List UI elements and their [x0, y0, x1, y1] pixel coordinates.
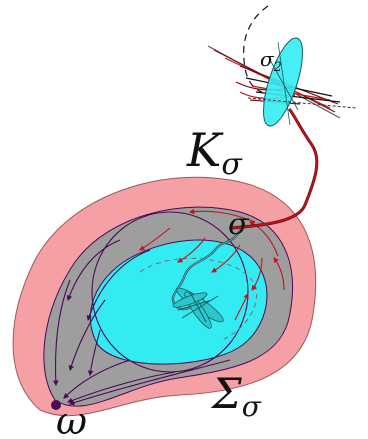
purple-flow-5	[63, 359, 131, 399]
red-flow-8	[234, 293, 249, 321]
big-sigma-label: Σσ	[210, 369, 262, 423]
purple-flow-1	[66, 239, 121, 302]
purple-flow-8	[87, 329, 101, 377]
inner-disc-cluster	[172, 287, 224, 329]
omega-point	[51, 400, 61, 410]
red-flow-7	[139, 227, 171, 251]
k-sigma-label: Kσ	[186, 123, 243, 182]
purple-flow-lines	[53, 239, 231, 406]
red-flow-4	[251, 257, 263, 291]
purple-flow-7	[68, 359, 231, 406]
red-flow-3	[273, 257, 285, 291]
omega-label: ω	[56, 399, 87, 439]
connecting-tube	[230, 108, 319, 230]
red-flow-1	[188, 208, 256, 223]
sigma2-label: σ2	[260, 47, 282, 75]
dashed-inner-loop	[139, 257, 257, 341]
red-flow-lines	[139, 208, 285, 321]
purple-flow-3	[68, 299, 106, 372]
sigma-circle	[91, 211, 249, 373]
top-cyan-disc	[263, 37, 303, 127]
purple-flow-4	[53, 279, 71, 387]
purple-flow-2	[86, 249, 151, 322]
sigma-point-label: σ	[228, 207, 250, 242]
red-flow-5	[211, 244, 241, 273]
red-flow-6	[177, 237, 206, 263]
red-flow-2	[249, 221, 279, 257]
purple-flow-6	[66, 371, 176, 404]
